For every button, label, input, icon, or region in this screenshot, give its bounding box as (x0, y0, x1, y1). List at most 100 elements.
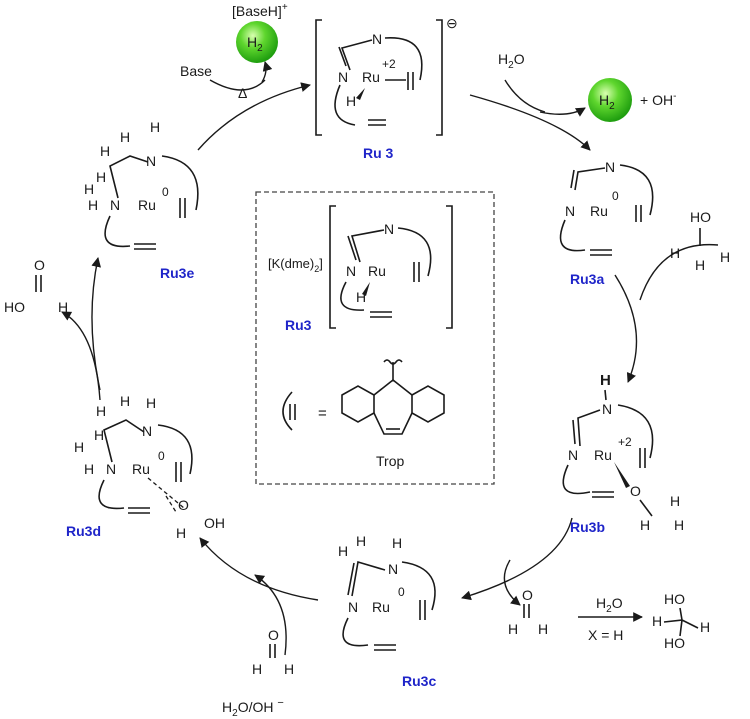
arrow-formaldehyde-in (254, 574, 287, 656)
legend-k-dme: [K(dme)2] (268, 256, 323, 274)
complex-ru3e: H H H H H H N N Ru 0 Ru3e (84, 119, 199, 281)
formaldehyde-in: O H H H2O/OH − (222, 627, 294, 719)
ru3c-backbone (351, 560, 386, 597)
ru3b-ch-h2: H (670, 493, 680, 509)
ru3b-nh (604, 389, 607, 401)
ru3d-h3: H (94, 427, 104, 443)
bracket-right (436, 19, 443, 136)
ru3a-arc-left (559, 219, 586, 252)
legend-ru3-name: Ru3 (285, 317, 312, 333)
ru3b-arc-left (562, 464, 591, 495)
water-in-label: H2O (498, 51, 525, 71)
arrow-ru3c-to-ru3d (199, 537, 319, 601)
ru3a-charge: 0 (612, 189, 619, 203)
methanol-h2: H (695, 257, 705, 273)
ru3d-charge: 0 (158, 449, 165, 463)
top-left-reagents: Base Δ [BaseH]+ H2 (180, 2, 288, 101)
trop-bridge (373, 378, 413, 435)
ru3d-name: Ru3d (66, 523, 101, 539)
ru3-double-bond (338, 46, 347, 67)
ru3-h: H (346, 93, 356, 109)
ru3c-h1: H (338, 543, 348, 559)
ru3b-ch-h3: H (674, 517, 684, 533)
ru3b-o: O (630, 483, 641, 499)
h2-bubble-right (588, 78, 632, 122)
ru3c-double (347, 562, 355, 596)
ru3b-charge: +2 (618, 435, 632, 449)
ru3e-charge: 0 (162, 185, 169, 199)
legend-arc-left (340, 281, 365, 311)
arrow-base-in (209, 79, 266, 91)
legend-border (255, 191, 495, 485)
ru3a-ru: Ru (590, 203, 608, 219)
methanol-ho: HO (690, 209, 711, 225)
legend-h: H (356, 289, 366, 305)
delta-label: Δ (238, 85, 247, 101)
ru3c-n-left: N (348, 599, 358, 615)
ru3c-ru: Ru (372, 599, 390, 615)
complex-ru3d: H H H H H H N N Ru 0 O OH H Ru3d (66, 393, 225, 541)
h2-right-label: H2 (599, 92, 615, 112)
ru3d-formate-o: O (178, 497, 189, 513)
top-right-reagents: H2O H2 + OH- (498, 51, 676, 122)
ru3b-o-c (639, 499, 653, 517)
ru3e-backbone (109, 155, 149, 199)
ru3c-charge: 0 (398, 585, 405, 599)
ru3c-arc-left (342, 617, 369, 647)
trop-equals: = (318, 405, 327, 422)
ru3e-h3: H (150, 119, 160, 135)
arrow-ru3a-to-ru3b (614, 274, 638, 383)
ru3d-arc-top (157, 424, 193, 475)
methanol-h3: H (720, 249, 730, 265)
ru3b-ru: Ru (594, 447, 612, 463)
arrow-formic-acid-out (61, 311, 101, 401)
anion-charge: ⊖ (446, 15, 458, 31)
hydrate-bonds (663, 607, 699, 637)
ru3e-n-left: N (110, 197, 120, 213)
hydrate-h2o: H2O (596, 595, 623, 615)
ru3d-n-top: N (142, 423, 152, 439)
ru3e-h5: H (84, 181, 94, 197)
complex-ru3a: N N Ru 0 Ru3a (559, 159, 654, 287)
legend-backbone (350, 229, 385, 263)
plus-oh-label: + OH- (640, 91, 676, 108)
ru3e-h4: H (96, 169, 106, 185)
formic-acid: O HO H (4, 257, 68, 315)
ru3e-h1: H (120, 129, 130, 145)
methanol: HO H H H (670, 209, 730, 273)
ru3b-arc-top (617, 404, 654, 459)
legend-wedge (362, 282, 370, 296)
arrow-ru3b-to-ru3c (461, 517, 573, 601)
ru3b-name: Ru3b (570, 519, 605, 535)
cycle-arrows (61, 61, 719, 656)
formic-h: H (58, 299, 68, 315)
ru3c-n-top: N (388, 561, 398, 577)
ru3-arc-top (384, 37, 423, 81)
ru3d-dashed-interaction (147, 477, 185, 513)
h2-bubble-top (236, 21, 278, 63)
ru3b-h-bold: H (600, 372, 611, 389)
bracket-left (315, 19, 322, 136)
trop-label: Trop (376, 453, 404, 469)
ru3a-double (570, 169, 575, 189)
hydrate-h-left: H (652, 613, 662, 629)
arrow-h2-out-top (261, 61, 273, 83)
ru3e-name: Ru3e (160, 265, 194, 281)
ru3d-arc-left (98, 479, 125, 510)
trop-right-ring (411, 385, 445, 423)
ru3a-n-top: N (605, 159, 615, 175)
ru3c-h3: H (392, 535, 402, 551)
ru3c-arc-top (401, 561, 436, 611)
hydrate-condition: X = H (588, 627, 623, 643)
baseh-label: [BaseH]+ (232, 2, 288, 19)
ru3b-n-left: N (568, 447, 578, 463)
ru3b-double (572, 419, 576, 445)
legend-bracket-right (446, 205, 453, 329)
ru3c-h2: H (356, 533, 366, 549)
legend-box: [K(dme)2] N N Ru H Ru3 = Trop (255, 191, 495, 485)
arrow-h2-out-right (539, 107, 586, 117)
hydrate-h-right: H (700, 619, 710, 635)
ru3b-backbone (577, 409, 601, 447)
hydrate-ho-bottom: HO (664, 635, 685, 651)
ru3d-formate-oh: OH (204, 515, 225, 531)
